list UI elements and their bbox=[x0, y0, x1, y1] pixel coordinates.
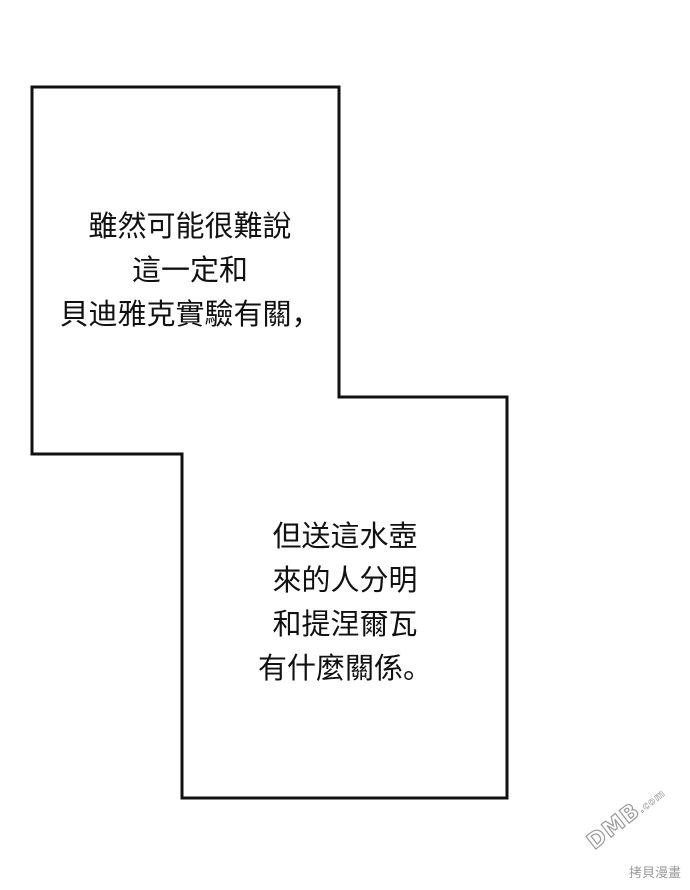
caption-line: 和提涅爾瓦 bbox=[272, 607, 418, 641]
caption-line: 雖然可能很難說 bbox=[88, 209, 292, 243]
caption-line: 有什麼關係。 bbox=[257, 651, 432, 685]
watermark-text: 拷貝漫畫 bbox=[628, 866, 681, 881]
caption-line: 來的人分明 bbox=[272, 563, 418, 597]
caption-line: 這一定和 bbox=[131, 253, 248, 287]
caption-line: 但送這水壺 bbox=[272, 519, 418, 553]
caption-lower: 但送這水壺 來的人分明 和提涅爾瓦 有什麼關係。 bbox=[240, 514, 450, 690]
watermark: DMB.com 拷貝漫畫 bbox=[582, 788, 685, 885]
watermark-logo-suffix: .com bbox=[636, 787, 668, 816]
panel-shape bbox=[30, 85, 509, 800]
caption-line: 貝迪雅克實驗有關， bbox=[59, 297, 321, 331]
caption-upper: 雖然可能很難說 這一定和 貝迪雅克實驗有關， bbox=[40, 204, 340, 336]
